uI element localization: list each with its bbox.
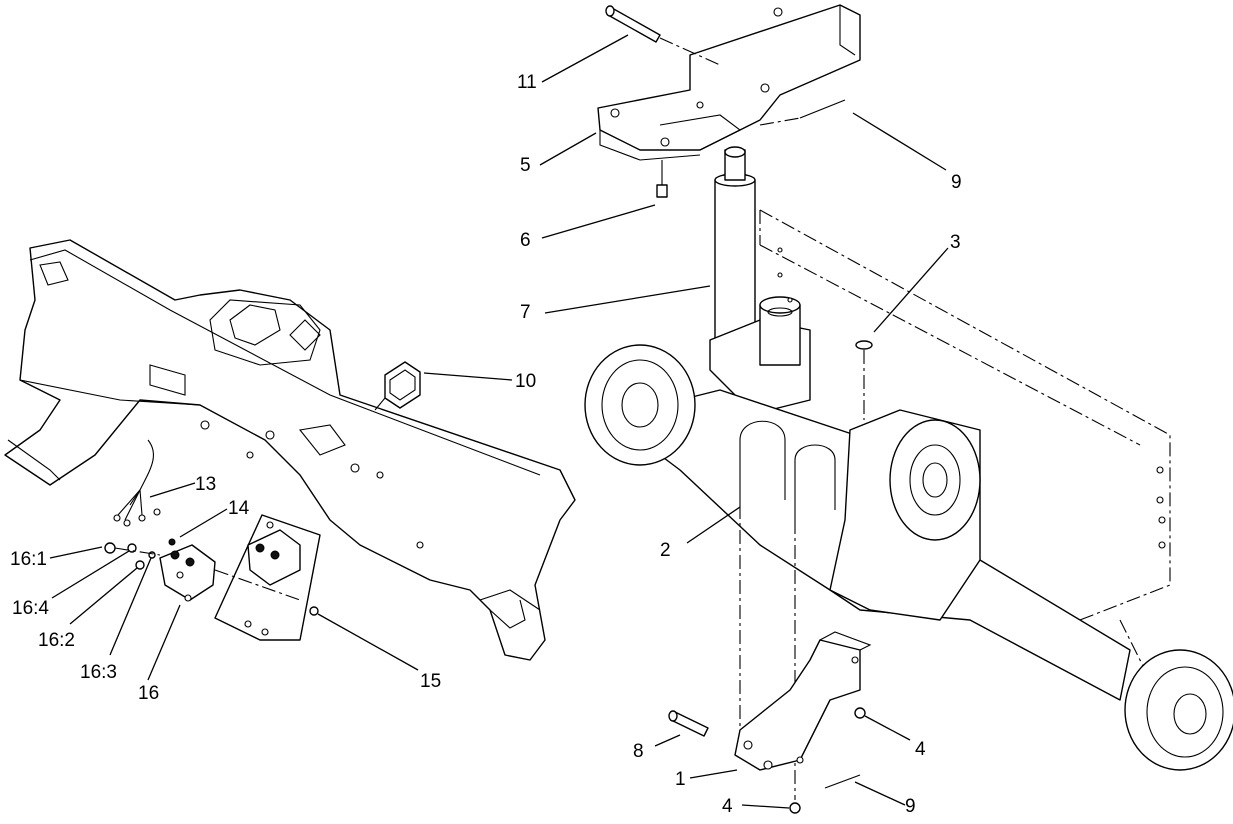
lock-nuts — [789, 707, 866, 814]
clevis-pin-top — [605, 5, 721, 66]
cotter-pin-bottom — [824, 774, 861, 789]
callout-16-3: 16:3 — [80, 662, 117, 683]
callout-7: 7 — [520, 302, 531, 323]
rear-axle — [584, 344, 1233, 771]
relay-mounting-plate — [214, 514, 321, 641]
cotter-pin-top — [759, 99, 846, 126]
callout-3: 3 — [950, 232, 961, 253]
callout-15: 15 — [420, 671, 441, 692]
callout-labels: 11 5 9 6 3 7 10 13 14 16:1 16:4 16:2 16:… — [10, 72, 962, 817]
clevis-pin-bottom — [668, 710, 709, 737]
relay-nuts-washers — [104, 542, 301, 601]
callout-11: 11 — [517, 72, 537, 93]
leader-lines — [49, 34, 949, 809]
callout-9-top: 9 — [951, 172, 962, 193]
callout-8: 8 — [633, 741, 644, 762]
linear-actuator — [709, 146, 811, 411]
callout-16-4: 16:4 — [12, 598, 49, 619]
rocker-switch — [374, 361, 421, 411]
mounting-bracket — [597, 4, 861, 161]
vehicle-frame — [759, 209, 1171, 681]
callout-13: 13 — [195, 474, 216, 495]
callout-10: 10 — [515, 371, 536, 392]
callout-4-bottom: 4 — [722, 796, 733, 817]
callout-16: 16 — [138, 683, 159, 704]
plate-nut — [309, 606, 319, 616]
callout-14: 14 — [228, 498, 250, 519]
callout-4-right: 4 — [915, 739, 926, 760]
frame-cross-member — [4, 239, 576, 661]
callout-16-2: 16:2 — [38, 630, 75, 651]
wire-harness — [113, 439, 161, 527]
callout-9-bottom: 9 — [905, 796, 916, 817]
relay-solenoid — [159, 538, 216, 602]
callout-16-1: 16:1 — [10, 549, 47, 570]
bolt-top — [656, 160, 668, 198]
callout-1: 1 — [675, 769, 686, 790]
carriage-bolt — [855, 340, 873, 420]
callout-2: 2 — [660, 540, 671, 561]
lower-hitch-bracket — [734, 631, 872, 771]
callout-5: 5 — [520, 155, 531, 176]
callout-6: 6 — [520, 230, 531, 251]
